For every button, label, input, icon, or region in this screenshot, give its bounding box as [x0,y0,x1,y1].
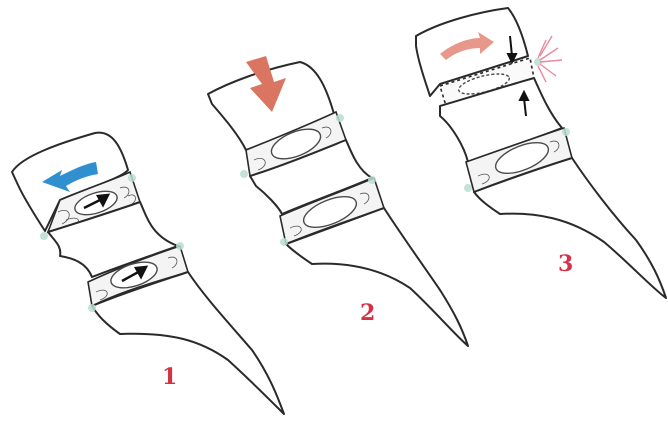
panel-3-ligament [562,128,570,136]
panel-1-ligament [128,174,136,182]
panel-1-ligament [176,242,184,250]
panel-2-ligament [336,114,344,122]
panel-3-label: 3 [558,253,573,275]
panel-1-ligament [88,304,96,312]
panel-2-ligament [240,170,248,178]
panel-2-label: 2 [360,302,375,324]
panel-1-label: 1 [162,366,177,388]
burst-icon [538,36,562,82]
panel-2-vertebrae [208,56,468,346]
panel-1-ligament [40,232,48,240]
panel-2-ligament [368,176,376,184]
panel-3-vertebrae [416,8,666,298]
panel-2-ligament [280,238,288,246]
panel-3-ligament [464,184,472,192]
